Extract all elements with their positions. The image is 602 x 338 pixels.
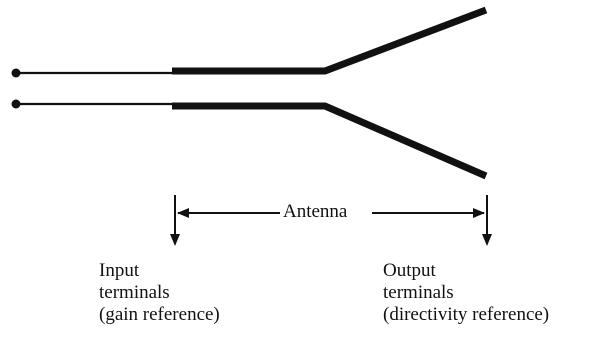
upper-antenna-arm (172, 6, 488, 75)
output-reference-arrowhead (482, 234, 492, 246)
antenna-span-label: Antenna (280, 200, 351, 224)
input-label-line2: terminals (99, 282, 170, 303)
antenna-span-arrowhead-right (473, 208, 485, 218)
input-terminals-label: Input terminals (gain reference) (99, 260, 220, 326)
output-label-line2: terminals (383, 282, 454, 303)
output-label-line3: (directivity reference) (383, 304, 550, 325)
output-terminals-label: Output terminals (directivity reference) (383, 260, 549, 326)
lower-antenna-arm (172, 102, 488, 180)
antenna-span-arrowhead-left (177, 208, 189, 218)
input-label-line3: (gain reference) (99, 304, 220, 325)
lower-input-terminal-dot (11, 99, 21, 109)
input-reference-arrowhead (170, 234, 180, 246)
upper-input-terminal-dot (11, 68, 21, 78)
output-label-line1: Output (383, 260, 436, 281)
input-label-line1: Input (99, 260, 140, 281)
